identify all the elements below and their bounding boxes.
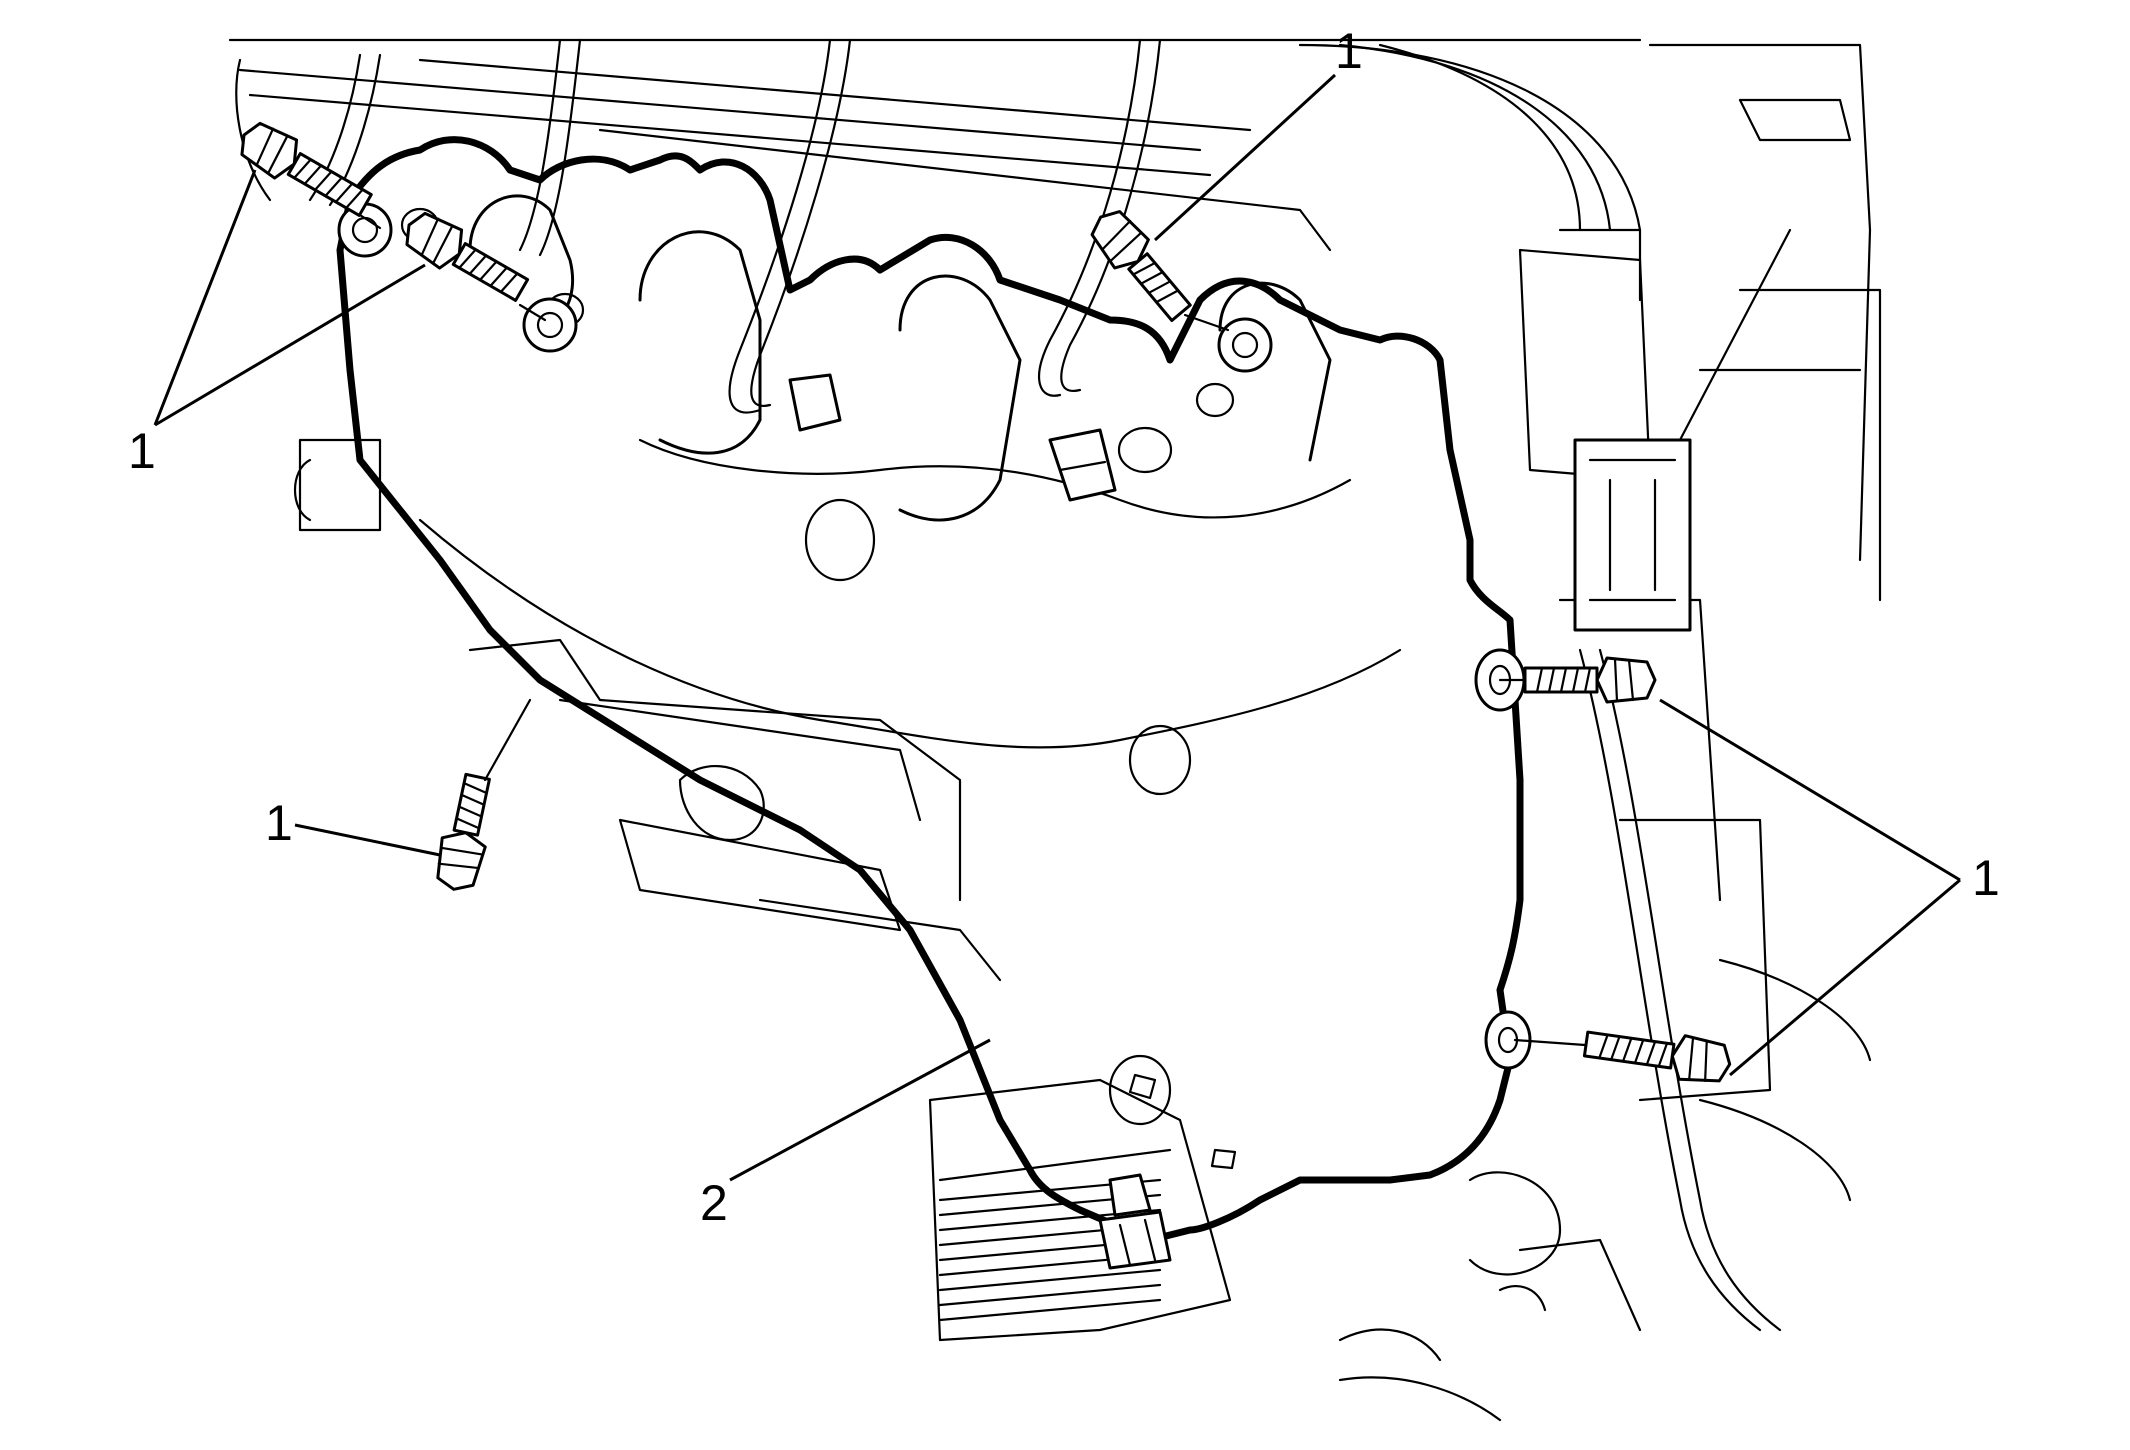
bolt-icon bbox=[405, 211, 530, 302]
bolt-path-line bbox=[483, 698, 532, 782]
bolt-icon bbox=[436, 772, 491, 891]
bolt-path-line bbox=[1513, 1038, 1587, 1047]
bolt-icon bbox=[240, 121, 373, 217]
callout-label-bolt-top-center: 1 bbox=[1335, 23, 1363, 79]
lower-stud bbox=[1098, 1173, 1172, 1270]
leader-lines bbox=[153, 73, 1961, 1182]
callout-label-bolt-top-left: 1 bbox=[128, 423, 156, 479]
oxygen-sensor bbox=[788, 373, 1117, 502]
bolt-icon bbox=[1582, 1030, 1732, 1083]
bolt-icon bbox=[1523, 656, 1657, 704]
callout-label-manifold: 2 bbox=[700, 1175, 728, 1231]
bolt-icon bbox=[1090, 210, 1192, 322]
bolt-path-line bbox=[358, 213, 382, 230]
bolt-path-line bbox=[1183, 313, 1230, 332]
exhaust-manifold bbox=[336, 136, 1532, 1244]
callout-label-bolts-right: 1 bbox=[1972, 850, 2000, 906]
callout-label-bolt-lower-left: 1 bbox=[265, 795, 293, 851]
bolt-path-line bbox=[518, 303, 547, 322]
callout-labels: 1 1 1 1 2 bbox=[128, 23, 2000, 1231]
engine-block-background bbox=[228, 38, 1882, 1422]
